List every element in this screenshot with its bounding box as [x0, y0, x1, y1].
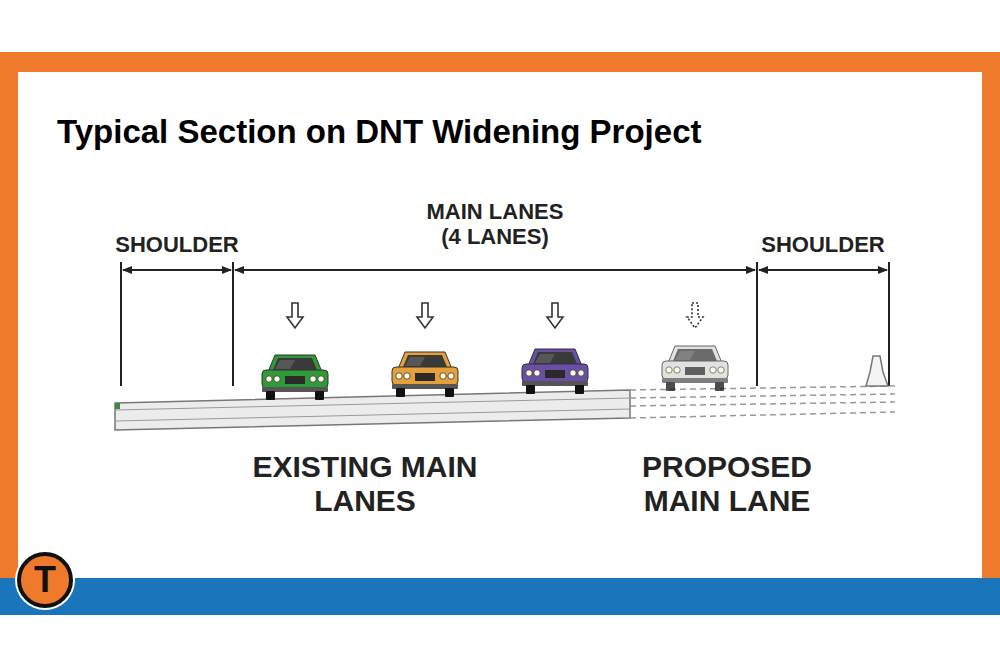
lane-arrows — [287, 303, 703, 328]
frame — [0, 52, 1000, 582]
section-label: PROPOSED MAIN LANE — [607, 450, 847, 517]
pavement-layer — [115, 409, 630, 421]
dimension-label: SHOULDER — [758, 233, 888, 258]
existing-pavement — [115, 390, 630, 430]
panel — [18, 72, 982, 580]
car — [522, 349, 588, 394]
logo-circle: T — [17, 552, 73, 608]
dimension-label: SHOULDER — [112, 233, 242, 258]
proposed-car — [662, 346, 728, 391]
title: Typical Section on DNT Widening Project — [57, 113, 701, 151]
car — [392, 352, 458, 397]
section-label: EXISTING MAIN LANES — [250, 450, 480, 517]
pavement-layer — [115, 398, 630, 410]
barrier — [866, 356, 888, 386]
logo-letter: T — [34, 562, 56, 598]
dimension-label: MAIN LANES (4 LANES) — [420, 200, 570, 249]
car — [262, 355, 328, 400]
dimension-lines — [121, 262, 889, 386]
edge-mark — [115, 403, 120, 409]
blue-bar — [0, 578, 1000, 615]
